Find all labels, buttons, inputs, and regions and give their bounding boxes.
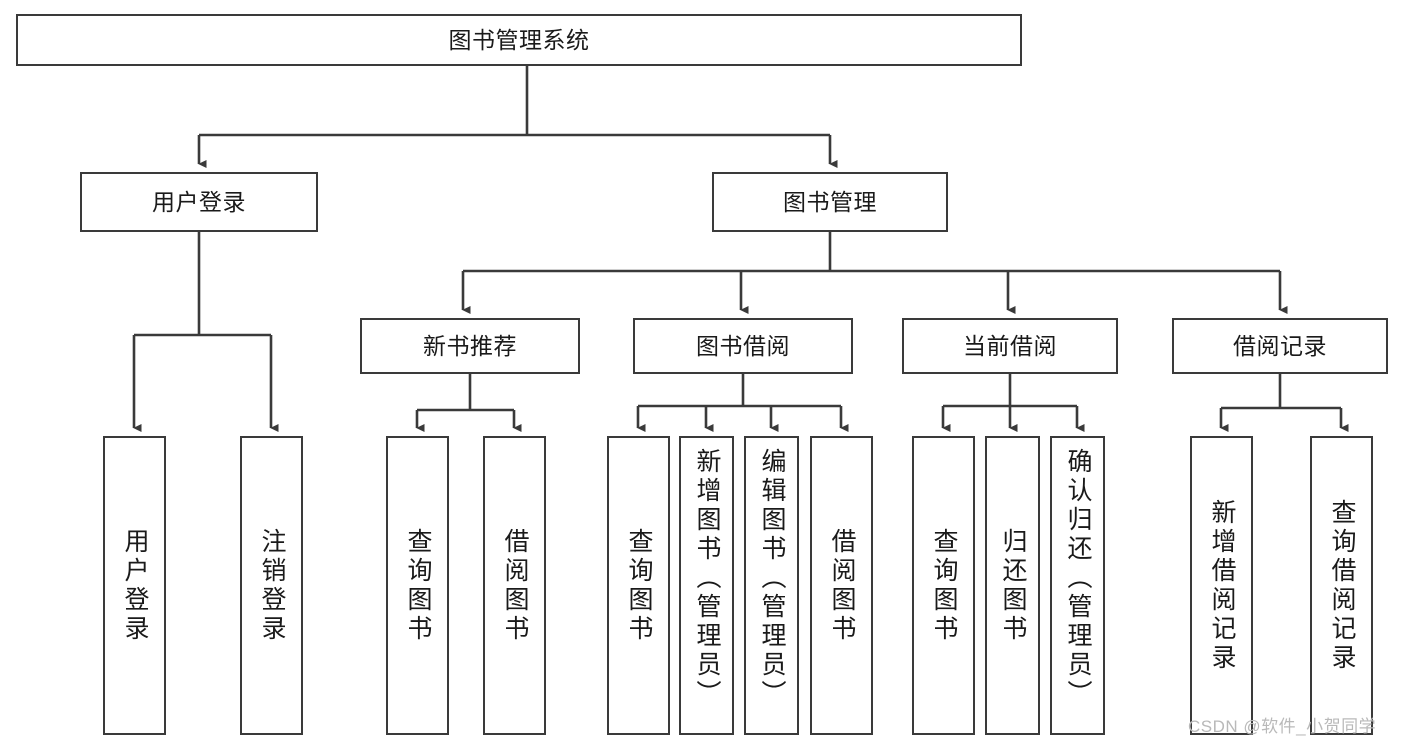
node-label: 新书推荐 (423, 332, 517, 359)
node-label: 借阅图书 (501, 527, 529, 644)
leaf-user-login[interactable]: 用户登录 (103, 436, 166, 735)
leaf-return-book[interactable]: 归还图书 (985, 436, 1040, 735)
node-new-book-recommend[interactable]: 新书推荐 (360, 318, 580, 374)
leaf-query-book-borrow[interactable]: 查询图书 (607, 436, 670, 735)
leaf-borrow-book-recommend[interactable]: 借阅图书 (483, 436, 546, 735)
leaf-confirm-return-admin[interactable]: 确认归还（管理员） (1050, 436, 1105, 735)
leaf-query-book-current[interactable]: 查询图书 (912, 436, 975, 735)
node-user-login[interactable]: 用户登录 (80, 172, 318, 232)
node-label: 图书管理 (783, 188, 877, 215)
node-label: 图书管理系统 (448, 26, 590, 53)
leaf-query-borrow-record[interactable]: 查询借阅记录 (1310, 436, 1373, 735)
node-label: 新增借阅记录 (1208, 498, 1236, 673)
node-label: 借阅记录 (1233, 332, 1327, 359)
csdn-watermark: CSDN @软件_小贺同学 (1188, 717, 1377, 736)
node-current-borrow[interactable]: 当前借阅 (902, 318, 1118, 374)
node-label: 注销登录 (258, 527, 286, 644)
leaf-add-book-admin[interactable]: 新增图书（管理员） (679, 436, 734, 735)
node-root-system[interactable]: 图书管理系统 (16, 14, 1022, 66)
leaf-borrow-book[interactable]: 借阅图书 (810, 436, 873, 735)
node-label: 归还图书 (999, 527, 1027, 644)
node-label: 编辑图书（管理员） (758, 448, 786, 709)
leaf-edit-book-admin[interactable]: 编辑图书（管理员） (744, 436, 799, 735)
node-label: 新增图书（管理员） (693, 448, 721, 709)
leaf-add-borrow-record[interactable]: 新增借阅记录 (1190, 436, 1253, 735)
node-label: 当前借阅 (963, 332, 1057, 359)
leaf-query-book-recommend[interactable]: 查询图书 (386, 436, 449, 735)
node-label: 借阅图书 (828, 527, 856, 644)
node-label: 查询借阅记录 (1328, 498, 1356, 673)
node-label: 查询图书 (625, 527, 653, 644)
node-book-borrow[interactable]: 图书借阅 (633, 318, 853, 374)
node-borrow-record[interactable]: 借阅记录 (1172, 318, 1388, 374)
node-label: 图书借阅 (696, 332, 790, 359)
node-book-management[interactable]: 图书管理 (712, 172, 948, 232)
node-label: 用户登录 (121, 527, 149, 644)
node-label: 查询图书 (930, 527, 958, 644)
node-label: 用户登录 (152, 188, 246, 215)
node-label: 查询图书 (404, 527, 432, 644)
node-label: 确认归还（管理员） (1064, 448, 1092, 709)
leaf-logout-login[interactable]: 注销登录 (240, 436, 303, 735)
